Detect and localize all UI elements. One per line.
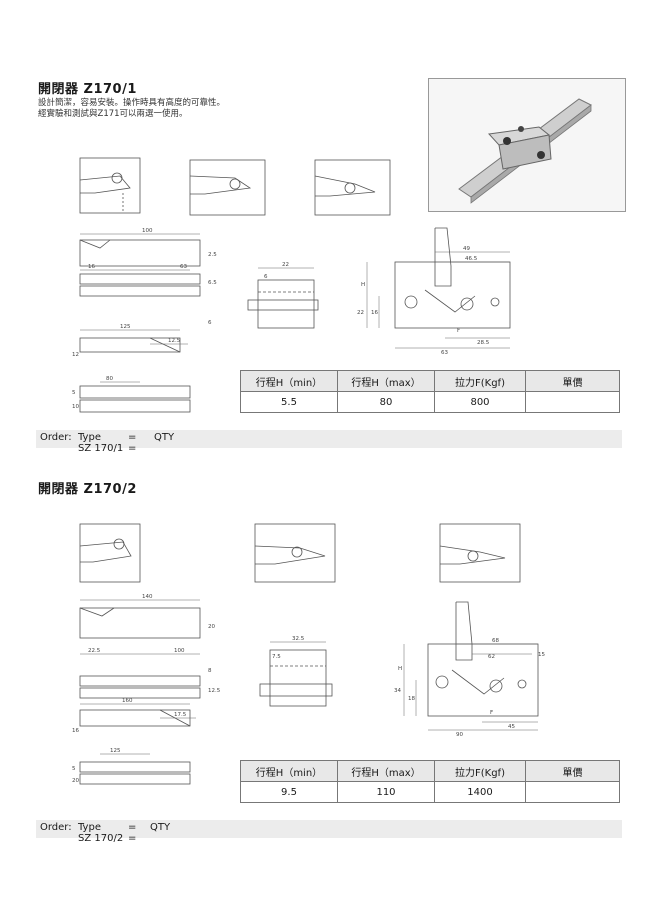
s1-dim-f: F — [457, 328, 460, 334]
table-row: 5.5 80 800 — [240, 391, 620, 413]
s2-order-eq2: = — [128, 833, 137, 844]
s1-order-type: Type — [78, 432, 101, 443]
s1-dim-63b: 63 — [441, 350, 448, 356]
section2-order-band — [36, 820, 622, 838]
section1-bolt-drawing: 22 6 — [247, 262, 319, 329]
s1-td-force: 800 — [434, 391, 526, 413]
s2-td-hmin: 9.5 — [240, 781, 338, 803]
product-photo-image — [458, 98, 592, 204]
s2-order-qty: QTY — [150, 822, 171, 833]
section2-assembly-drawing: 68 62 15 90 45 34 18 H F — [394, 601, 545, 738]
s2-dim-f: F — [490, 710, 493, 716]
s2-td-force: 1400 — [434, 781, 526, 803]
s1-dim-6-5: 6.5 — [208, 280, 217, 286]
s1-order-code: SZ 170/1 — [78, 443, 124, 454]
s2-dim-8: 8 — [208, 668, 212, 674]
s2-dim-18: 18 — [408, 696, 415, 702]
s1-dim-100: 100 — [142, 228, 153, 234]
s2-dim-68: 68 — [492, 638, 499, 644]
section1-part-drawings: 100 16 63 2.5 6.5 6 125 12.5 12 80 5 10 — [72, 228, 217, 413]
s1-dim-6b: 6 — [264, 274, 268, 280]
s1-dim-16: 16 — [88, 264, 95, 270]
s2-dim-62: 62 — [488, 654, 495, 660]
s1-dim-12: 12 — [72, 352, 79, 358]
s1-order-label: Order: — [40, 432, 72, 443]
s2-dim-90: 90 — [456, 732, 463, 738]
s1-dim-125: 125 — [120, 324, 131, 330]
s1-td-hmin: 5.5 — [240, 391, 338, 413]
s1-td-price[interactable] — [525, 391, 620, 413]
s1-dim-5: 5 — [72, 390, 76, 396]
s1-td-hmax: 80 — [337, 391, 435, 413]
s2-td-price[interactable] — [525, 781, 620, 803]
s2-dim-140: 140 — [142, 594, 153, 600]
s1-dim-10: 10 — [72, 404, 79, 410]
s2-dim-17-5: 17.5 — [174, 712, 187, 718]
s1-dim-2-5: 2.5 — [208, 252, 217, 258]
s1-dim-28-5: 28.5 — [477, 340, 490, 346]
s2-dim-22-5: 22.5 — [88, 648, 101, 654]
s2-dim-125: 125 — [110, 748, 121, 754]
s1-order-eq2: = — [128, 443, 137, 454]
s2-th-hmax: 行程H（max） — [337, 760, 435, 782]
s2-dim-15: 15 — [538, 652, 545, 658]
section2-title: 開閉器 Z170/2 — [38, 482, 137, 497]
s2-order-eq1: = — [128, 822, 137, 833]
s1-dim-6: 6 — [208, 320, 212, 326]
s1-dim-63: 63 — [180, 264, 187, 270]
s1-dim-22b: 22 — [357, 310, 364, 316]
s2-dim-16: 16 — [72, 728, 79, 734]
s1-dim-80: 80 — [106, 376, 113, 382]
s2-dim-160: 160 — [122, 698, 133, 704]
s2-dim-5: 5 — [72, 766, 76, 772]
s2-dim-12-5: 12.5 — [208, 688, 221, 694]
s2-dim-100: 100 — [174, 648, 185, 654]
s2-dim-h: H — [398, 666, 402, 672]
section1-desc-line2: 經實驗和測試與Z171可以兩選一使用。 — [38, 109, 188, 119]
s1-order-eq1: = — [128, 432, 137, 443]
section1-order-band — [36, 430, 622, 448]
section1-mechanism-sketches — [79, 157, 391, 216]
s1-dim-46-5: 46.5 — [465, 256, 478, 262]
s2-dim-32-5: 32.5 — [292, 636, 305, 642]
s2-td-hmax: 110 — [337, 781, 435, 803]
table-row: 9.5 110 1400 — [240, 781, 620, 803]
section2-part-drawings: 140 20 22.5 100 12.5 8 160 17.5 16 125 5… — [72, 594, 221, 785]
s1-dim-22: 22 — [282, 262, 289, 268]
s2-order-type: Type — [78, 822, 101, 833]
section1-desc-line1: 設計簡潔，容易安裝。操作時具有高度的可靠性。 — [38, 98, 226, 108]
s1-th-force: 拉力F(Kgf) — [434, 370, 526, 392]
section2-mechanism-sketches — [79, 523, 521, 583]
s1-th-hmax: 行程H（max） — [337, 370, 435, 392]
s2-dim-20: 20 — [208, 624, 215, 630]
s2-order-label: Order: — [40, 822, 72, 833]
s2-dim-20b: 20 — [72, 778, 79, 784]
s1-dim-12-5: 12.5 — [168, 338, 181, 344]
s1-order-qty: QTY — [154, 432, 175, 443]
s2-th-price: 單價 — [525, 760, 620, 782]
s1-dim-h: H — [361, 282, 365, 288]
s1-dim-16b: 16 — [371, 310, 378, 316]
s2-dim-34: 34 — [394, 688, 401, 694]
section1-assembly-drawing: 49 46.5 63 28.5 22 16 H F — [357, 227, 511, 356]
s2-dim-7-5: 7.5 — [272, 654, 281, 660]
product-photo — [428, 78, 626, 212]
s2-dim-45: 45 — [508, 724, 515, 730]
s2-th-force: 拉力F(Kgf) — [434, 760, 526, 782]
s1-th-hmin: 行程H（min） — [240, 370, 338, 392]
s2-order-code: SZ 170/2 — [78, 833, 124, 844]
section2-spec-table: 行程H（min） 行程H（max） 拉力F(Kgf) 單價 9.5 110 14… — [240, 760, 620, 803]
s1-dim-49: 49 — [463, 246, 470, 252]
section1-spec-table: 行程H（min） 行程H（max） 拉力F(Kgf) 單價 5.5 80 800 — [240, 370, 620, 413]
s2-th-hmin: 行程H（min） — [240, 760, 338, 782]
section1-title: 開閉器 Z170/1 — [38, 82, 137, 97]
s1-th-price: 單價 — [525, 370, 620, 392]
section2-bolt-drawing: 32.5 7.5 — [259, 636, 333, 707]
